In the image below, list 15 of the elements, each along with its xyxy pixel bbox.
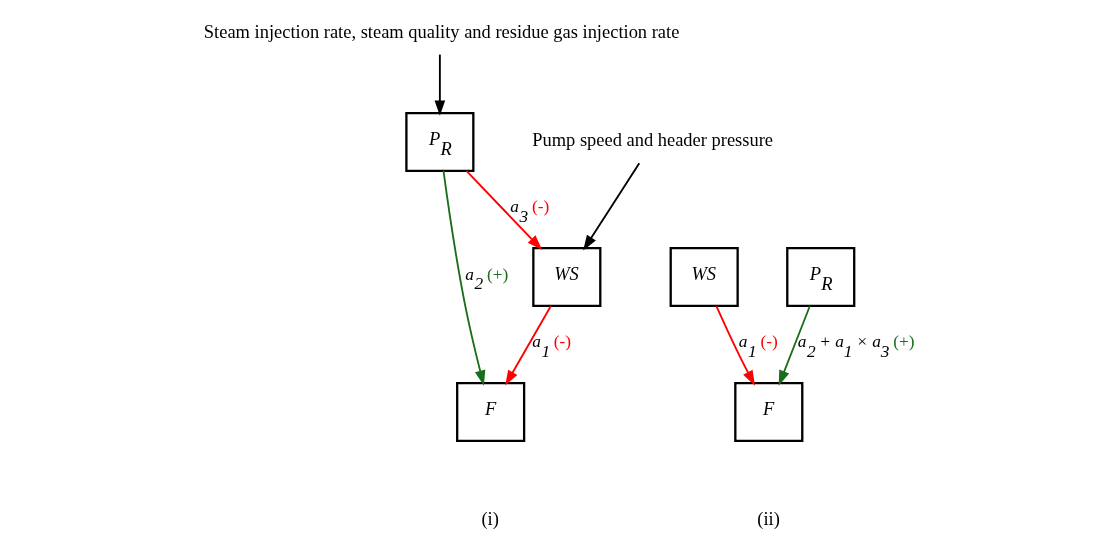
node-box: WS bbox=[669, 247, 739, 307]
arrow bbox=[778, 305, 811, 386]
node-box: F bbox=[456, 382, 526, 443]
arrow bbox=[583, 162, 641, 251]
arrow bbox=[465, 170, 543, 251]
node-box: WS bbox=[532, 247, 602, 307]
arrow bbox=[505, 305, 552, 386]
node-box: F bbox=[734, 382, 804, 443]
arrow bbox=[442, 169, 486, 386]
arrow bbox=[434, 53, 446, 116]
node-label: (ii) bbox=[757, 508, 780, 529]
node-label: (i) bbox=[481, 508, 499, 529]
node-text: Steam injection rate, steam quality and residue gas injection rate bbox=[203, 21, 680, 42]
node-text: Pump speed and header pressure bbox=[532, 130, 774, 151]
arrow bbox=[715, 305, 755, 386]
